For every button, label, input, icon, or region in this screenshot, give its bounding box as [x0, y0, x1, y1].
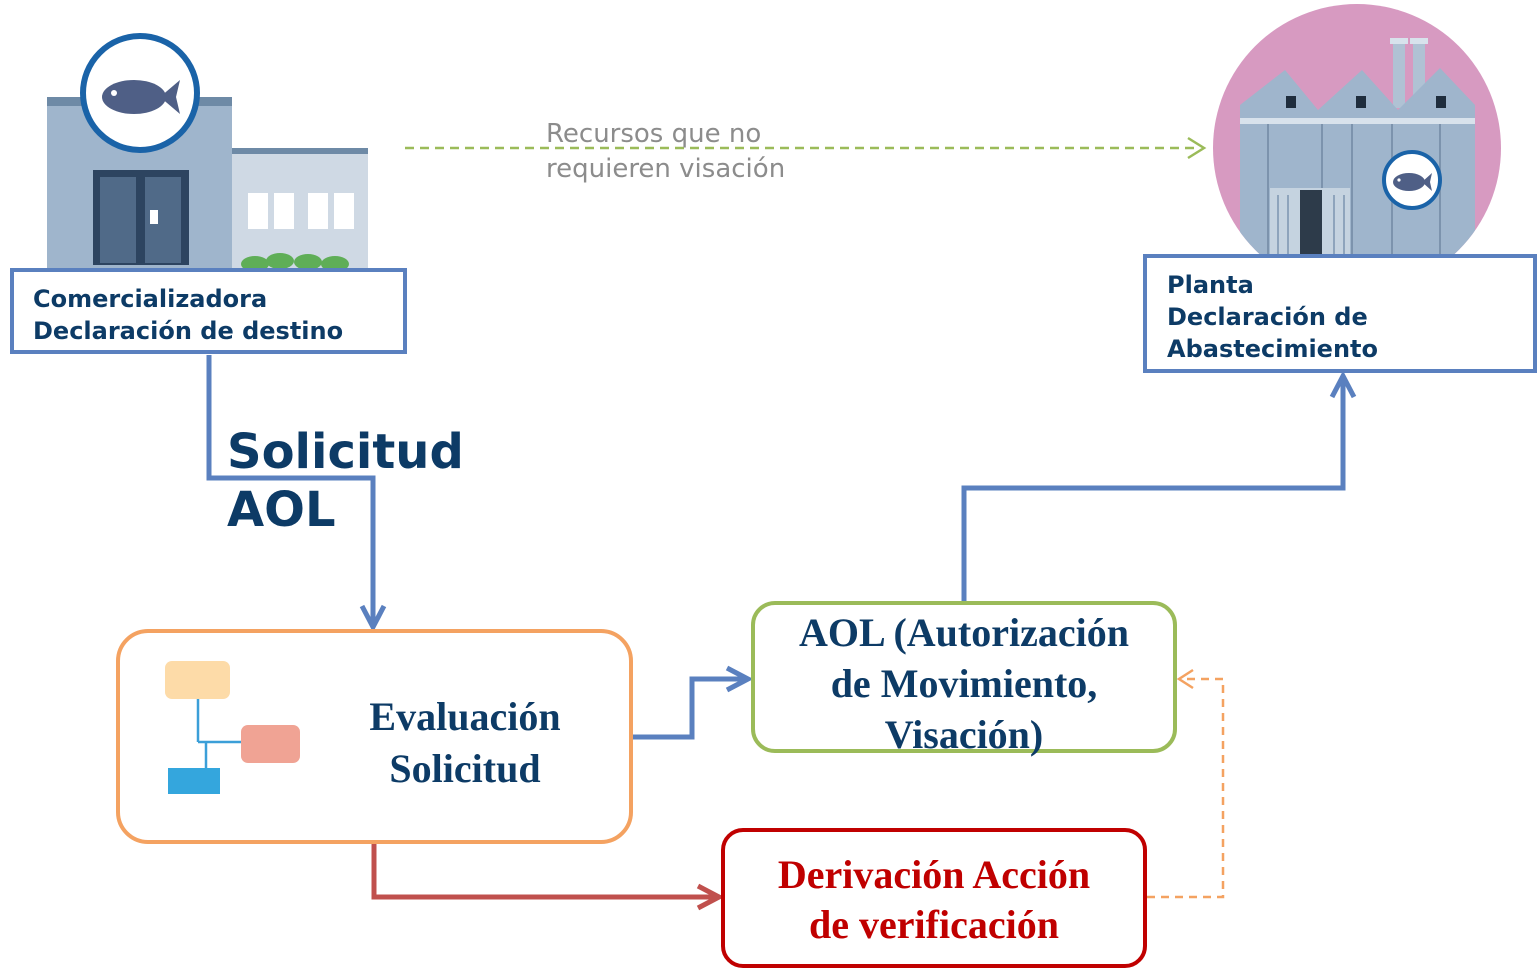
- evaluacion-to-derivacion-arrow: [371, 843, 725, 911]
- comercializadora-node: Comercializadora Declaración de destino: [10, 268, 407, 354]
- solicitud-flow-arrow: [206, 355, 387, 633]
- aol-to-planta-arrow: [961, 370, 1357, 602]
- derivacion-line2: de verificación: [809, 902, 1059, 947]
- recursos-label-line1: Recursos que no: [546, 119, 761, 149]
- aol-node: AOL (Autorización de Movimiento, Visació…: [751, 601, 1177, 757]
- flowchart-icon: [165, 661, 300, 794]
- planta-subtitle-line2: Abastecimiento: [1167, 335, 1378, 363]
- solicitud-aol-label: Solicitud AOL: [227, 423, 487, 539]
- recursos-label-line2: requieren visación: [546, 154, 785, 184]
- aol-line3: Visación): [884, 712, 1044, 757]
- commercial-building-icon: [47, 33, 368, 272]
- planta-title: Planta: [1167, 271, 1254, 299]
- fish-icon: [1393, 173, 1432, 191]
- solicitud-label-line1: Solicitud: [227, 424, 464, 480]
- comercializadora-title: Comercializadora: [33, 285, 268, 313]
- evaluacion-to-aol-arrow: [632, 665, 754, 740]
- comercializadora-subtitle: Declaración de destino: [33, 317, 344, 345]
- derivacion-node: Derivación Acción de verificación: [721, 828, 1147, 968]
- evaluacion-line1: Evaluación: [369, 694, 561, 739]
- planta-node: Planta Declaración de Abastecimiento: [1143, 254, 1537, 373]
- aol-line2: de Movimiento,: [830, 661, 1098, 706]
- evaluacion-line2: Solicitud: [389, 746, 541, 791]
- solicitud-label-line2: AOL: [227, 482, 336, 538]
- fish-icon: [102, 80, 180, 114]
- derivacion-line1: Derivación Acción: [777, 852, 1091, 897]
- derivacion-to-aol-dashed-arrow: [1147, 668, 1225, 899]
- planta-subtitle-line1: Declaración de: [1167, 303, 1368, 331]
- recursos-dashed-arrow: [405, 136, 1207, 160]
- aol-line1: AOL (Autorización: [799, 610, 1129, 655]
- evaluacion-node: Evaluación Solicitud: [116, 629, 633, 844]
